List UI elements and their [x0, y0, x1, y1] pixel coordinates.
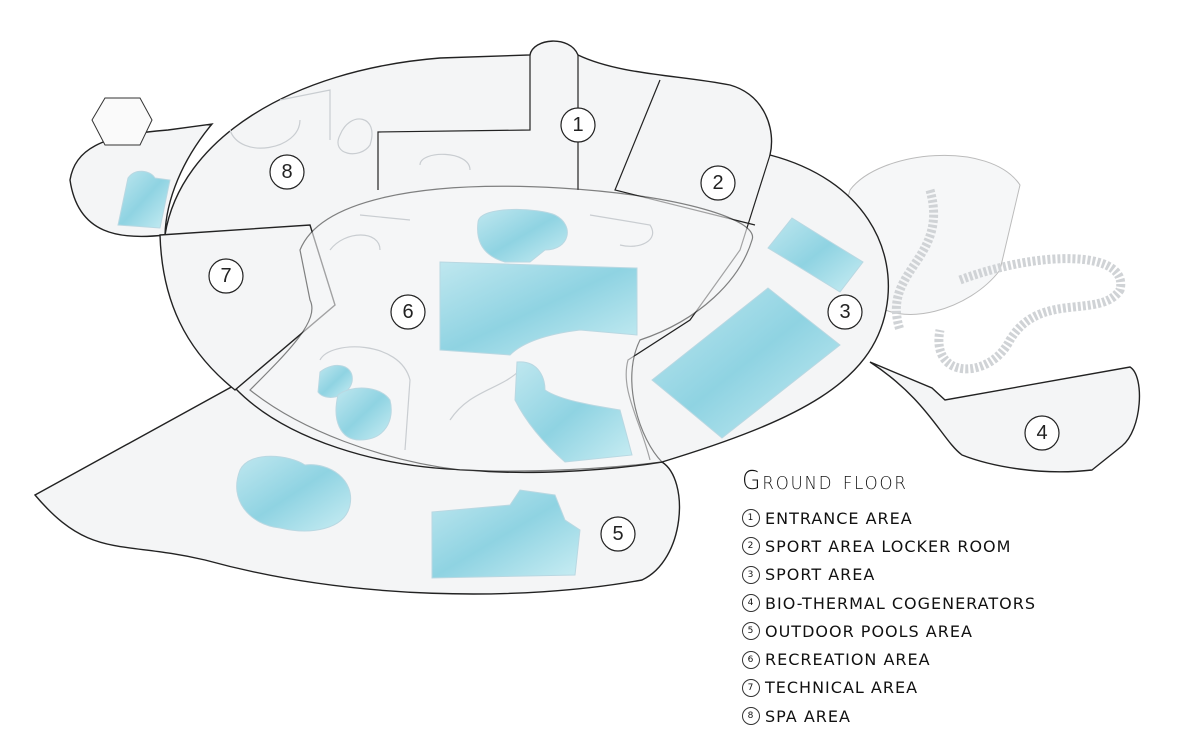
legend-number: 6: [742, 650, 760, 669]
svg-text:7: 7: [220, 265, 231, 287]
legend-item: 6 RECREATION AREA: [742, 645, 1036, 673]
pool-outdoor-round: [236, 455, 352, 532]
legend-number: 4: [742, 594, 760, 613]
legend-label: SPORT AREA: [765, 565, 876, 585]
area-4-outline: [869, 361, 1141, 473]
pool-recreation-main: [439, 261, 638, 356]
marker-4: 4: [1024, 415, 1060, 451]
legend: Ground floor 1 ENTRANCE AREA 2 SPORT AREA L…: [742, 466, 1036, 730]
pool-recreation-lower: [514, 361, 633, 463]
legend-number: 2: [742, 537, 760, 556]
legend-number: 3: [742, 565, 760, 584]
pool-small-upper: [317, 364, 353, 398]
legend-label: RECREATION AREA: [765, 650, 931, 670]
svg-text:4: 4: [1036, 422, 1047, 444]
svg-text:2: 2: [712, 172, 723, 194]
svg-text:5: 5: [612, 523, 623, 545]
legend-label: BIO-THERMAL COGENERATORS: [765, 593, 1036, 613]
legend-item: 1 ENTRANCE AREA: [742, 504, 1036, 532]
marker-2: 2: [700, 165, 736, 201]
pool-sport-small: [767, 217, 864, 293]
legend-label: ENTRANCE AREA: [765, 508, 913, 528]
legend-number: 7: [742, 678, 760, 697]
marker-3: 3: [827, 294, 863, 330]
legend-number: 8: [742, 707, 760, 726]
legend-label: SPA AREA: [765, 706, 851, 726]
area-7-outline: [159, 224, 336, 391]
svg-text:8: 8: [281, 161, 292, 183]
pool-small-lower: [335, 387, 392, 441]
legend-label: TECHNICAL AREA: [765, 678, 919, 698]
legend-item: 2 SPORT AREA LOCKER ROOM: [742, 532, 1036, 560]
legend-number: 5: [742, 622, 760, 641]
marker-7: 7: [208, 258, 244, 294]
marker-5: 5: [600, 516, 636, 552]
svg-text:3: 3: [839, 301, 850, 323]
legend-label: OUTDOOR POOLS AREA: [765, 621, 973, 641]
svg-text:6: 6: [402, 301, 413, 323]
legend-number: 1: [742, 509, 760, 528]
marker-8: 8: [269, 154, 305, 190]
legend-label: SPORT AREA LOCKER ROOM: [765, 536, 1012, 556]
legend-item: 4 BIO-THERMAL COGENERATORS: [742, 589, 1036, 617]
water-slide: [891, 188, 1126, 374]
marker-1: 1: [560, 107, 596, 143]
legend-item: 7 TECHNICAL AREA: [742, 674, 1036, 702]
pool-spa: [117, 170, 171, 229]
spa-pavilion: [91, 97, 153, 146]
legend-item: 8 SPA AREA: [742, 702, 1036, 730]
pool-outdoor-rect: [431, 489, 581, 579]
legend-title: Ground floor: [742, 466, 908, 496]
legend-item: 5 OUTDOOR POOLS AREA: [742, 617, 1036, 645]
pool-recreation-upper: [477, 209, 568, 263]
pool-sport-large: [651, 287, 841, 439]
interior-walls: [229, 89, 654, 451]
legend-item: 3 SPORT AREA: [742, 561, 1036, 589]
svg-text:1: 1: [572, 114, 583, 136]
marker-6: 6: [390, 294, 426, 330]
